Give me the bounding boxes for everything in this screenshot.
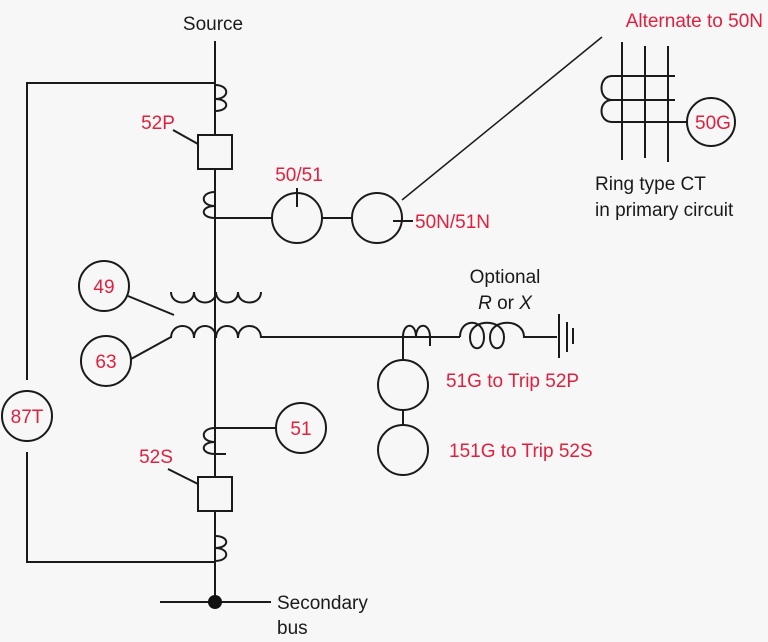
relay-63-circle xyxy=(80,335,132,387)
relay-50n-51n-circle xyxy=(351,192,403,244)
relay-50g-circle xyxy=(686,97,736,147)
ct-primary-differential-icon xyxy=(214,84,228,112)
source-label: Source xyxy=(183,14,243,35)
ring-ct-caption-line1: Ring type CT xyxy=(595,174,706,195)
relay-49-leader xyxy=(127,295,175,316)
alternate-label: Alternate to 50N xyxy=(626,11,763,32)
relay-63-leader xyxy=(130,336,172,360)
breaker-52s-label: 52S xyxy=(139,447,173,468)
ground-symbol-icon xyxy=(558,314,574,358)
relay-51-label: 51 xyxy=(290,419,311,440)
optional-x: X xyxy=(518,293,533,314)
transformer-secondary-winding-icon xyxy=(170,325,262,339)
ring-type-ct xyxy=(600,42,687,162)
ring-ct-caption-line2: in primary circuit xyxy=(595,200,734,221)
optional-label-line2: R or X xyxy=(478,293,533,314)
relay-51-circle xyxy=(275,402,327,454)
relay-51g-circle xyxy=(377,359,429,411)
relay-49: 49 xyxy=(78,260,130,312)
ct-secondary-differential-icon xyxy=(214,535,228,562)
relay-50n-51n: 50N/51N xyxy=(351,192,490,244)
relay-87t: 87T xyxy=(1,390,53,442)
breaker-52s xyxy=(197,476,233,512)
ct-primary-phase-icon xyxy=(202,191,216,219)
relay-51g-label: 51G to Trip 52P xyxy=(446,371,579,392)
ct-neutral-icon xyxy=(402,324,431,346)
relay-151g: 151G to Trip 52S xyxy=(377,424,593,476)
breaker-52p xyxy=(197,134,233,170)
grounding-reactor-icon xyxy=(459,321,557,350)
bus-junction-dot xyxy=(208,595,222,609)
alternate-leader-line xyxy=(401,36,603,201)
optional-label-line1: Optional xyxy=(470,267,541,288)
differential-loop-top xyxy=(26,82,215,380)
optional-or: or xyxy=(492,293,519,314)
relay-49-label: 49 xyxy=(93,277,114,298)
ct-secondary-phase-icon xyxy=(202,427,226,455)
ring-ct-winding-1 xyxy=(600,75,675,101)
relay-51g: 51G to Trip 52P xyxy=(377,359,579,411)
relay-63: 63 xyxy=(80,335,132,387)
relay-50g-label: 50G xyxy=(695,113,731,134)
breaker-52s-leader xyxy=(167,468,199,485)
relay-63-label: 63 xyxy=(95,352,116,373)
relay-51: 51 xyxy=(275,402,327,454)
relay-87t-label: 87T xyxy=(11,407,44,428)
relay-151g-label: 151G to Trip 52S xyxy=(449,441,593,462)
relay-50g: 50G xyxy=(686,97,736,147)
optional-r: R xyxy=(478,293,492,314)
differential-loop-bottom xyxy=(26,452,215,563)
relay-49-circle xyxy=(78,260,130,312)
relay-50-51: 50/51 xyxy=(271,165,323,244)
breaker-52p-label: 52P xyxy=(141,113,175,134)
relay-50-51-label: 50/51 xyxy=(275,165,323,186)
secondary-bus-label-line1: Secondary xyxy=(277,593,368,614)
breaker-52p-leader xyxy=(172,129,199,145)
relay-87t-circle xyxy=(1,390,53,442)
relay-151g-circle xyxy=(377,424,429,476)
ring-ct-winding-2 xyxy=(600,99,687,123)
relay-50n-51n-label: 50N/51N xyxy=(415,212,490,233)
transformer-primary-winding-icon xyxy=(170,291,262,304)
secondary-bus-label-line2: bus xyxy=(277,618,308,639)
